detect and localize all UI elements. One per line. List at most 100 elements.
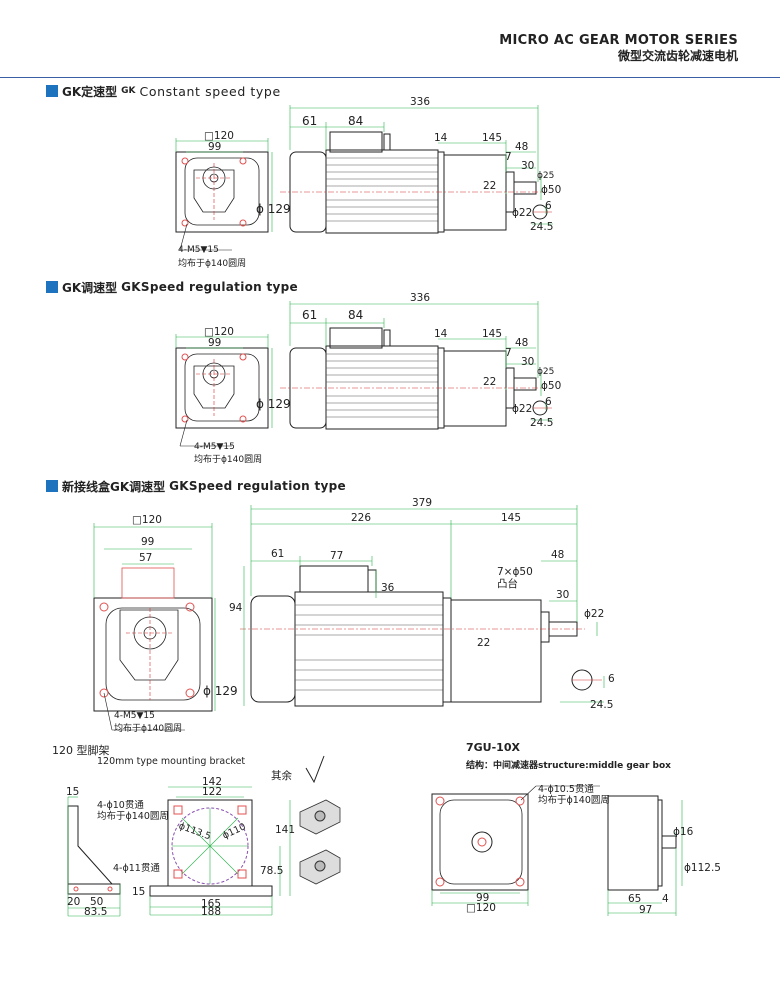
d1-dim-a: 61 bbox=[302, 114, 318, 128]
series-title: MICRO AC GEAR MOTOR SERIES bbox=[499, 33, 738, 48]
d3-dim-c: 61 bbox=[271, 548, 285, 560]
bracket-dim-b: 4-ϕ10贯通 bbox=[97, 800, 144, 811]
bracket-rest-note: 其余 bbox=[271, 770, 292, 782]
d3-front-width-dim: 99 bbox=[141, 536, 155, 548]
d2-front-dia-dim: ϕ 129 bbox=[256, 397, 291, 411]
d1-dim-h: 22 bbox=[483, 180, 497, 192]
d3-dim-f: 94 bbox=[229, 602, 243, 614]
bracket-dim-h: 83.5 bbox=[84, 906, 108, 918]
section-tag: GK bbox=[121, 86, 136, 96]
gearbox-dim-c: 99 bbox=[476, 892, 490, 904]
drawing-3 bbox=[93, 505, 605, 731]
d2-dim-f: 7 bbox=[505, 347, 512, 359]
d2-dim-c: 14 bbox=[434, 328, 448, 340]
bracket-dim-a: 15 bbox=[66, 786, 80, 798]
d1-holes-note: 4-M5▼15 bbox=[178, 245, 219, 255]
d2-front-square-dim: □120 bbox=[204, 326, 234, 338]
header-divider bbox=[0, 77, 780, 78]
d2-dim-l: 6 bbox=[545, 396, 552, 408]
d3-front-box-dim: 57 bbox=[139, 552, 153, 564]
section-title-en: Constant speed type bbox=[139, 83, 281, 99]
bracket-drawing bbox=[67, 755, 341, 917]
bracket-dim-g: 50 bbox=[90, 896, 104, 908]
d1-dim-m: 24.5 bbox=[530, 221, 554, 233]
section-gk-speed: GK调速型 GKSpeed regulation type bbox=[46, 279, 298, 295]
d2-dim-m: 24.5 bbox=[530, 417, 554, 429]
bracket-subtitle: 120mm type mounting bracket bbox=[97, 756, 246, 767]
d3-dim-e: 36 bbox=[381, 582, 395, 594]
gearbox-dim-d: □120 bbox=[466, 902, 496, 914]
d1-dim-i: ϕ25 bbox=[537, 171, 555, 181]
gearbox-dim-i: 97 bbox=[639, 904, 653, 916]
bracket-dim-f: 20 bbox=[67, 896, 81, 908]
section-marker-icon bbox=[46, 85, 58, 97]
d3-dim-h: 48 bbox=[551, 549, 565, 561]
d3-pcd-note: 均布于ϕ140圆周 bbox=[114, 724, 183, 734]
section-gk-constant: GK定速型 GK Constant speed type bbox=[46, 83, 281, 99]
d2-total-length: 336 bbox=[410, 292, 431, 304]
bracket-dim-p: 188 bbox=[201, 906, 222, 918]
d3-holes-note: 4-M5▼15 bbox=[114, 711, 155, 721]
d1-dim-b: 84 bbox=[348, 114, 364, 128]
section-marker-icon bbox=[46, 480, 58, 492]
bracket-dim-o: 165 bbox=[201, 898, 222, 910]
gearbox-drawing bbox=[431, 785, 683, 916]
d3-dim-m: 24.5 bbox=[590, 699, 614, 711]
d1-dim-c: 14 bbox=[434, 132, 448, 144]
d1-pcd-note: 均布于ϕ140圆周 bbox=[178, 259, 247, 269]
d2-dim-b: 84 bbox=[348, 308, 364, 322]
d3-dim-k: 22 bbox=[477, 637, 491, 649]
gearbox-subtitle: 结构：中间减速器structure:middle gear box bbox=[466, 761, 671, 771]
d1-dim-j: ϕ50 bbox=[541, 184, 562, 196]
d3-dim-d: 77 bbox=[330, 550, 344, 562]
drawing-1 bbox=[175, 104, 554, 251]
section-title-cn: GK定速型 bbox=[62, 84, 118, 99]
d2-dim-k: ϕ22 bbox=[512, 403, 533, 415]
section-gk-newbox: 新接线盒GK调速型 GKSpeed regulation type bbox=[46, 478, 346, 494]
d2-dim-a: 61 bbox=[302, 308, 318, 322]
d2-dim-g: 30 bbox=[521, 356, 535, 368]
d2-dim-d: 145 bbox=[482, 328, 503, 340]
bracket-dim-d: 4-ϕ11贯通 bbox=[113, 863, 160, 874]
bracket-dim-c: 均布于ϕ140圆周 bbox=[97, 811, 169, 822]
bracket-dim-e: 15 bbox=[132, 886, 146, 898]
d3-dim-b: 145 bbox=[501, 512, 522, 524]
d1-total-length: 336 bbox=[410, 96, 431, 108]
d2-dim-i: ϕ25 bbox=[537, 367, 555, 377]
section-title-cn: GK调速型 bbox=[62, 280, 118, 295]
d3-dim-a: 226 bbox=[351, 512, 372, 524]
d1-dim-l: 6 bbox=[545, 200, 552, 212]
drawing-2 bbox=[175, 300, 554, 447]
d3-total-length: 379 bbox=[412, 497, 433, 509]
gearbox-dim-h: 4 bbox=[662, 893, 669, 905]
d1-front-square-dim: □120 bbox=[204, 130, 234, 142]
d2-holes-note: 4-M5▼15 bbox=[194, 442, 235, 452]
d1-dim-g: 30 bbox=[521, 160, 535, 172]
d3-dim-g: 7×ϕ50 bbox=[497, 566, 533, 578]
d1-dim-d: 145 bbox=[482, 132, 503, 144]
d3-dim-g2: 凸台 bbox=[497, 578, 518, 590]
d1-front-width-dim: 99 bbox=[208, 141, 222, 153]
gearbox-title: 7GU-10X bbox=[466, 741, 520, 754]
section-title-en: GKSpeed regulation type bbox=[169, 479, 346, 493]
bracket-dim-m: 141 bbox=[275, 824, 296, 836]
section-marker-icon bbox=[46, 281, 58, 293]
d3-dim-i: 30 bbox=[556, 589, 570, 601]
d3-dim-j: ϕ22 bbox=[584, 608, 605, 620]
d1-dim-e: 48 bbox=[515, 141, 529, 153]
gearbox-dim-f: ϕ112.5 bbox=[684, 862, 721, 874]
gearbox-dim-e: ϕ16 bbox=[673, 826, 694, 838]
d1-dim-k: ϕ22 bbox=[512, 207, 533, 219]
bracket-title: 120 型脚架 bbox=[52, 744, 110, 757]
d2-dim-j: ϕ50 bbox=[541, 380, 562, 392]
section-title-en: GKSpeed regulation type bbox=[121, 280, 298, 294]
gearbox-dim-a: 4-ϕ10.5贯通 bbox=[538, 784, 594, 795]
d3-front-dia-dim: ϕ 129 bbox=[203, 684, 238, 698]
section-title-cn: 新接线盒GK调速型 bbox=[62, 479, 166, 494]
series-subtitle: 微型交流齿轮减速电机 bbox=[617, 49, 738, 63]
d2-pcd-note: 均布于ϕ140圆周 bbox=[194, 455, 263, 465]
d2-front-width-dim: 99 bbox=[208, 337, 222, 349]
d3-dim-l: 6 bbox=[608, 673, 615, 685]
bracket-dim-n: 78.5 bbox=[260, 865, 284, 877]
